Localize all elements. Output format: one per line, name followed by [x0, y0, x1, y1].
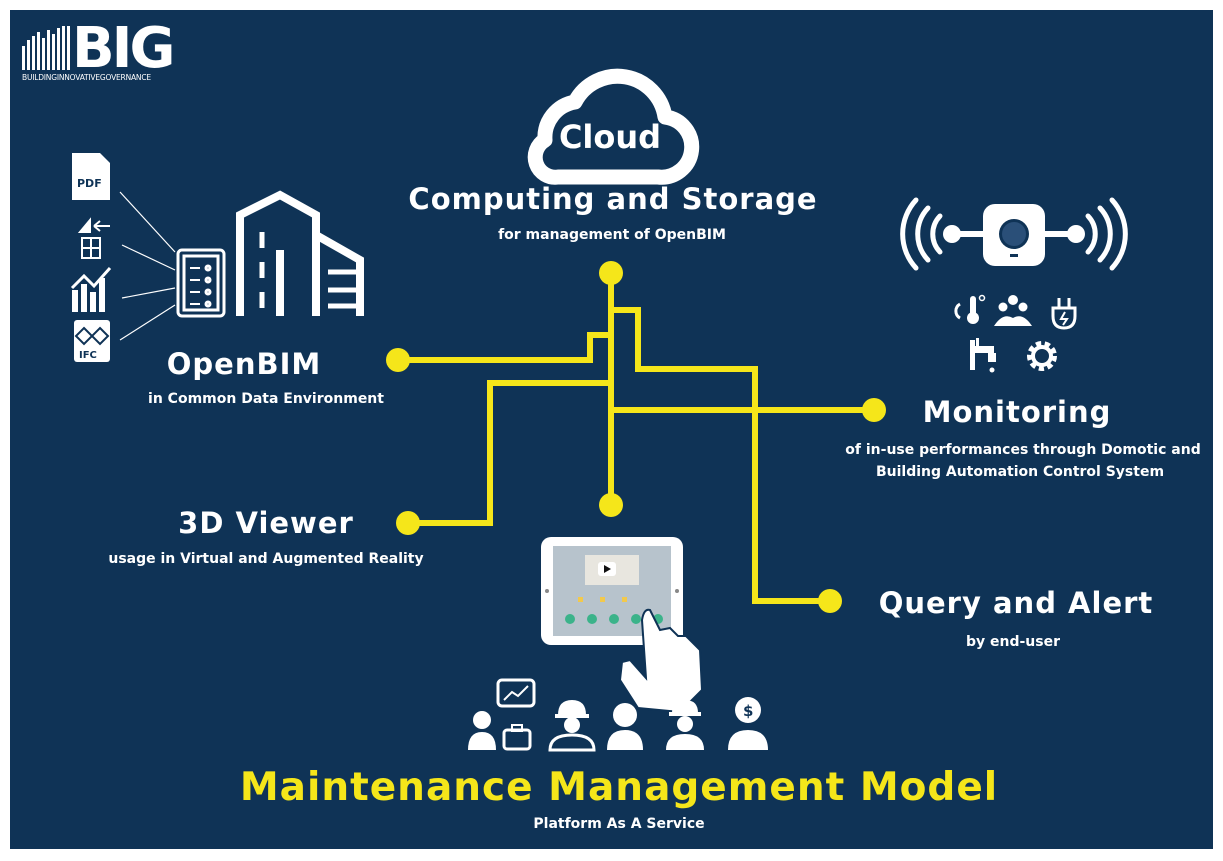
node-platform [599, 493, 623, 517]
monitoring-subtitle-line1: of in-use performances through Domotic a… [845, 442, 1201, 458]
node-openbim [386, 348, 410, 372]
viewer-title: 3D Viewer [178, 506, 354, 540]
mmm-subtitle: Platform As A Service [533, 816, 705, 832]
cloud-label: Cloud [558, 118, 662, 156]
mmm-title: Maintenance Management Model [239, 765, 999, 810]
node-cloud [599, 261, 623, 285]
node-query [818, 589, 842, 613]
connector-3dviewer [408, 380, 611, 526]
logo-wordmark: BIG [72, 16, 175, 81]
cloud-subtitle: for management of OpenBIM [498, 227, 726, 243]
connector-query [611, 307, 830, 604]
monitoring-subtitle-line2: Building Automation Control System [875, 464, 1165, 480]
logo-buildings-icon [22, 26, 70, 70]
logo-tagline: BUILDINGINNOVATIVEGOVERNANCE [22, 73, 151, 82]
openbim-title: OpenBIM [166, 347, 322, 381]
connector-openbim [398, 332, 611, 363]
diagram-canvas: BIG BUILDINGINNOVATIVEGOVERNANCE Cloud C… [10, 10, 1213, 849]
cloud-title: Computing and Storage [408, 182, 818, 216]
openbim-subtitle: in Common Data Environment [148, 391, 384, 407]
query-title: Query and Alert [878, 586, 1154, 620]
query-subtitle: by end-user [965, 634, 1061, 650]
connector-network [386, 261, 886, 613]
node-monitoring [862, 398, 886, 422]
viewer-subtitle: usage in Virtual and Augmented Reality [108, 551, 424, 567]
monitoring-title: Monitoring [922, 395, 1112, 429]
node-3dviewer [396, 511, 420, 535]
